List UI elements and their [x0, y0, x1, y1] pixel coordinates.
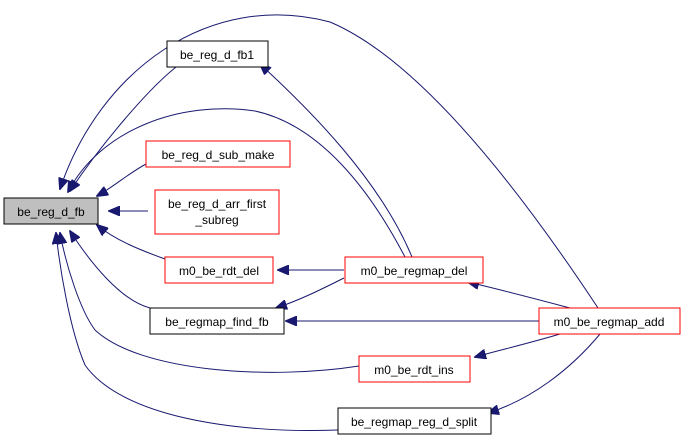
node-m0-be-rdt-del-label: m0_be_rdt_del [179, 264, 259, 278]
edge-m0-be-rdt-del-to-be-reg-d-fb [97, 225, 166, 260]
node-be-regmap-reg-d-split-label: be_regmap_reg_d_split [351, 415, 478, 429]
node-be-reg-d-fb1[interactable]: be_reg_d_fb1 [166, 40, 269, 68]
node-be-reg-d-fb[interactable]: be_reg_d_fb [3, 197, 99, 225]
node-m0-be-rdt-ins[interactable]: m0_be_rdt_ins [358, 355, 471, 383]
edge-be-reg-d-sub-make-to-be-reg-d-fb [97, 162, 149, 196]
node-be-regmap-find-fb[interactable]: be_regmap_find_fb [149, 307, 285, 335]
nodes: be_reg_d_fb be_reg_d_fb1 be_reg_d_sub_ma… [3, 40, 681, 435]
edge-m0-be-rdt-ins-to-be-reg-d-fb [60, 233, 360, 373]
edge-m0-be-regmap-del-to-be-reg-d-fb [68, 108, 406, 258]
edge-m0-be-regmap-del-to-be-regmap-find-fb [276, 277, 345, 308]
node-be-reg-d-arr-first-subreg-label-line2: _subreg [194, 213, 238, 227]
node-be-regmap-reg-d-split[interactable]: be_regmap_reg_d_split [337, 407, 492, 435]
node-be-regmap-find-fb-label: be_regmap_find_fb [165, 315, 269, 329]
node-m0-be-regmap-del-label: m0_be_regmap_del [361, 264, 468, 278]
node-m0-be-rdt-del[interactable]: m0_be_rdt_del [164, 256, 274, 284]
edge-be-regmap-find-fb-to-be-reg-d-fb [70, 231, 151, 309]
node-be-reg-d-fb1-label: be_reg_d_fb1 [180, 48, 254, 62]
node-m0-be-rdt-ins-label: m0_be_rdt_ins [374, 363, 453, 377]
node-m0-be-regmap-add[interactable]: m0_be_regmap_add [538, 307, 681, 335]
node-be-reg-d-sub-make[interactable]: be_reg_d_sub_make [145, 140, 291, 168]
node-be-reg-d-sub-make-label: be_reg_d_sub_make [162, 148, 275, 162]
edge-m0-be-regmap-add-to-be-regmap-reg-d-split [488, 333, 601, 413]
edge-m0-be-regmap-add-to-be-reg-d-fb [60, 14, 599, 309]
node-m0-be-regmap-del[interactable]: m0_be_regmap_del [344, 256, 484, 284]
node-be-reg-d-arr-first-subreg-label-line1: be_reg_d_arr_first [168, 197, 267, 211]
edge-be-reg-d-fb1-to-be-reg-d-fb [70, 63, 181, 191]
node-m0-be-regmap-add-label: m0_be_regmap_add [554, 315, 665, 329]
node-be-reg-d-arr-first-subreg[interactable]: be_reg_d_arr_first _subreg [154, 189, 280, 235]
edge-m0-be-regmap-add-to-m0-be-rdt-ins [475, 333, 561, 357]
edge-be-regmap-reg-d-split-to-be-reg-d-fb [56, 233, 339, 431]
node-be-reg-d-fb-label: be_reg_d_fb [17, 205, 85, 219]
edges [56, 14, 601, 431]
edge-m0-be-regmap-add-to-m0-be-regmap-del [468, 282, 571, 309]
edge-m0-be-regmap-del-to-be-reg-d-fb1 [260, 64, 413, 258]
